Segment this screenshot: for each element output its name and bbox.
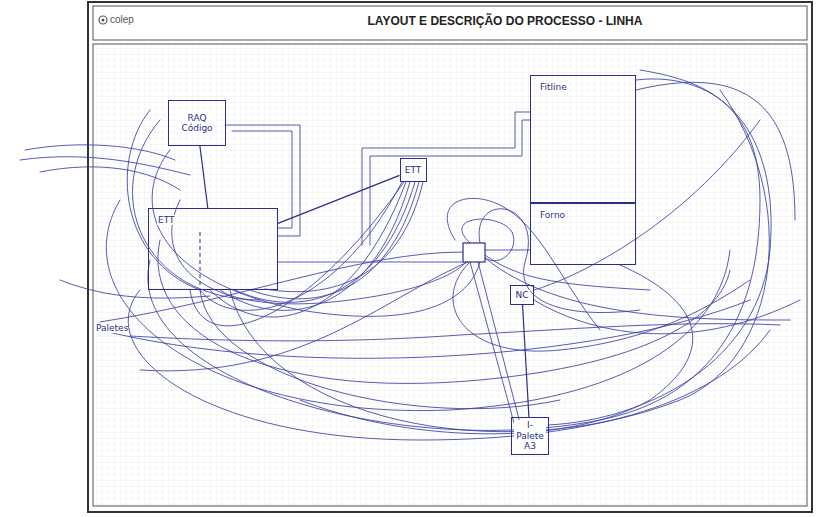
route-line	[148, 70, 760, 430]
route-line	[152, 150, 480, 316]
sheet-title: LAYOUT E DESCRIÇÃO DO PROCESSO - LINHA	[368, 14, 643, 28]
sheet-frame	[88, 2, 812, 512]
route-line	[485, 250, 530, 251]
header-box	[93, 6, 807, 40]
route-line	[190, 182, 404, 326]
box-label: Fitline	[539, 82, 568, 92]
box-label: NC	[514, 290, 529, 300]
box-content: ETT	[404, 165, 423, 175]
divider-line	[200, 232, 201, 288]
box-content: ETT	[157, 215, 176, 225]
flow-line	[523, 305, 529, 417]
flow-line	[278, 175, 400, 223]
route-line	[478, 262, 520, 423]
process-box: ETT	[400, 158, 427, 182]
box-content: RAQ Código	[178, 113, 216, 134]
box-content: Forno	[539, 210, 566, 220]
box-content: Fitline	[539, 82, 568, 92]
route-line	[470, 262, 514, 423]
route-line	[127, 110, 200, 290]
box-label: I-Palete A3	[514, 420, 546, 451]
route-line	[128, 290, 770, 440]
route-line	[210, 182, 406, 317]
grid-area	[93, 44, 807, 506]
route-line	[636, 82, 795, 220]
route-line	[235, 182, 415, 302]
route-line	[172, 200, 466, 304]
route-line	[140, 262, 468, 371]
route-line	[100, 252, 463, 322]
process-box: Forno	[530, 203, 636, 265]
area-label: Paletes	[96, 323, 128, 333]
work-station	[463, 243, 485, 262]
logo-text: colep	[110, 14, 134, 25]
route-line	[106, 200, 730, 411]
route-line	[40, 167, 180, 190]
route-line	[232, 131, 292, 228]
process-box: RAQ Código	[168, 100, 226, 146]
route-line	[250, 182, 419, 299]
box-label: Forno	[539, 210, 566, 220]
process-box: NC	[510, 285, 534, 305]
box-label: RAQ Código	[178, 113, 216, 134]
logo-mark	[99, 16, 107, 24]
logo-dot	[102, 19, 105, 22]
flow-line	[200, 146, 208, 208]
process-box: ETT	[148, 208, 278, 290]
box-label: ETT	[157, 215, 176, 225]
box-label: ETT	[404, 165, 423, 175]
process-box: I-Palete A3	[511, 417, 549, 455]
box-content: NC	[514, 290, 529, 300]
route-line	[220, 182, 410, 310]
route-line	[100, 300, 750, 358]
route-line	[200, 290, 560, 409]
route-line	[479, 209, 640, 313]
route-line	[548, 79, 771, 425]
route-line	[265, 182, 423, 292]
route-line	[20, 157, 190, 175]
route-line	[158, 240, 730, 383]
box-content: I-Palete A3	[514, 420, 546, 451]
route-line	[132, 120, 260, 300]
process-box: Fitline	[530, 75, 636, 203]
